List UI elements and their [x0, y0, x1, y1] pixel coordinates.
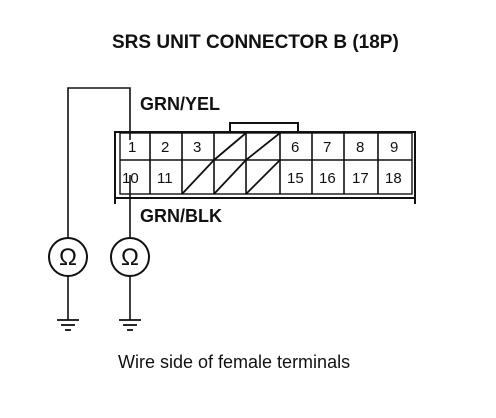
- pin-15-label: 15: [287, 170, 304, 187]
- pin-7-label: 7: [323, 139, 331, 156]
- blocked-cavities: [181, 132, 281, 195]
- wire-label-grn-blk: GRN/BLK: [140, 206, 222, 226]
- ohmmeter-left: Ω: [48, 237, 88, 277]
- pin-16-label: 16: [319, 170, 336, 187]
- pin-11-label: 11: [157, 170, 173, 187]
- pin-9-label: 9: [390, 139, 398, 156]
- pin-1-label: 1: [128, 139, 136, 156]
- omega-symbol: Ω: [59, 244, 77, 271]
- caption: Wire side of female terminals: [118, 352, 350, 372]
- pin-3-label: 3: [193, 139, 201, 156]
- cell-dividers: [149, 133, 379, 194]
- ohmmeter-icon: Ω: [48, 237, 88, 277]
- pin-2-label: 2: [161, 139, 169, 156]
- diagram-title: SRS UNIT CONNECTOR B (18P): [112, 32, 399, 53]
- test-leads: [67, 87, 131, 320]
- pin-row-2: 10 11 15 16 17 18: [122, 170, 402, 187]
- ohmmeter-right: Ω: [110, 237, 150, 277]
- connector-body: [114, 122, 416, 204]
- pin-8-label: 8: [356, 139, 364, 156]
- wire-label-grn-yel: GRN/YEL: [140, 94, 220, 114]
- pin-6-label: 6: [291, 139, 299, 156]
- ground-icon: [119, 319, 141, 331]
- ground-icon: [57, 319, 79, 331]
- omega-symbol: Ω: [121, 244, 139, 271]
- ohmmeter-icon: Ω: [110, 237, 150, 277]
- pin-18-label: 18: [385, 170, 402, 187]
- pin-row-1: 1 2 3 6 7 8 9: [128, 139, 398, 156]
- pin-17-label: 17: [352, 170, 369, 187]
